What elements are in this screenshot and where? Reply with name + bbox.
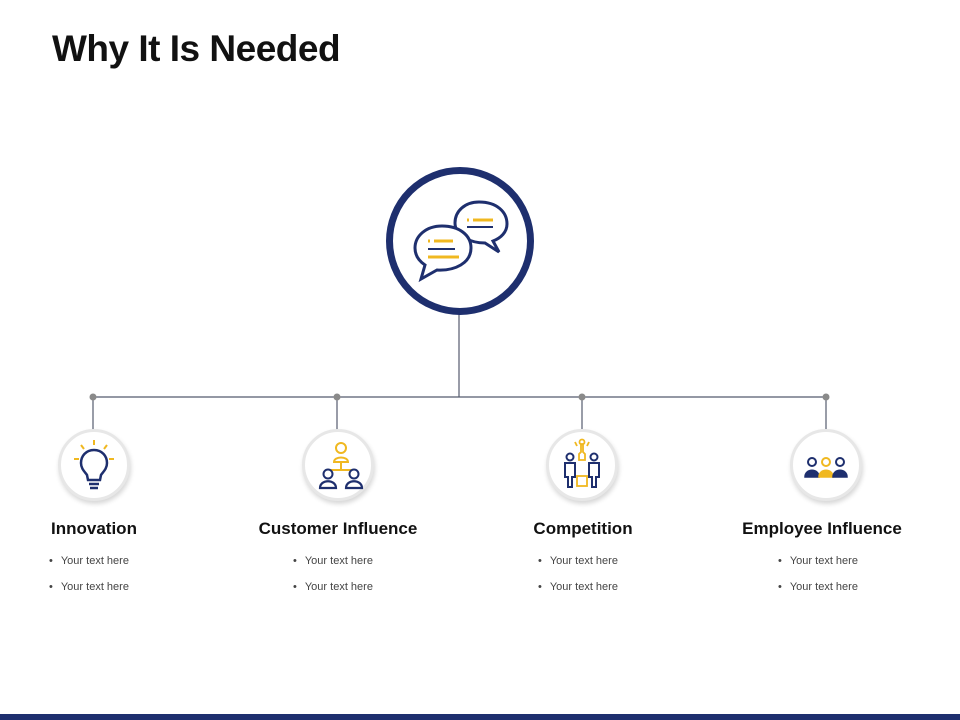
employee-influence-bullet-list: Your text here Your text here [778, 554, 858, 606]
customer-influence-bullet-list: Your text here Your text here [293, 554, 373, 606]
item-title-innovation: Innovation [51, 519, 137, 538]
employee-influence-icon-circle [790, 429, 862, 501]
bottom-accent-bar [0, 714, 960, 720]
hub-circle [386, 167, 534, 315]
competition-icon-circle [546, 429, 618, 501]
page-title: Why It Is Needed [52, 28, 341, 69]
customer-network-icon [318, 442, 364, 490]
employee-group-icon [804, 457, 848, 478]
lightbulb-icon [74, 440, 114, 490]
competition-bullet-list: Your text here Your text here [538, 554, 618, 606]
innovation-icon-circle [58, 429, 130, 501]
item-title-customer-influence: Customer Influence [258, 519, 418, 538]
customer-influence-icon-circle [302, 429, 374, 501]
list-item: Your text here [538, 554, 618, 580]
item-title-competition: Competition [533, 519, 633, 538]
list-item: Your text here [293, 580, 373, 606]
competition-trophy-icon [564, 438, 600, 488]
list-item: Your text here [778, 580, 858, 606]
speech-bubbles-icon [413, 200, 509, 283]
list-item: Your text here [293, 554, 373, 580]
list-item: Your text here [49, 580, 129, 606]
list-item: Your text here [538, 580, 618, 606]
innovation-bullet-list: Your text here Your text here [49, 554, 129, 606]
list-item: Your text here [49, 554, 129, 580]
list-item: Your text here [778, 554, 858, 580]
item-title-employee-influence: Employee Influence [742, 519, 902, 538]
